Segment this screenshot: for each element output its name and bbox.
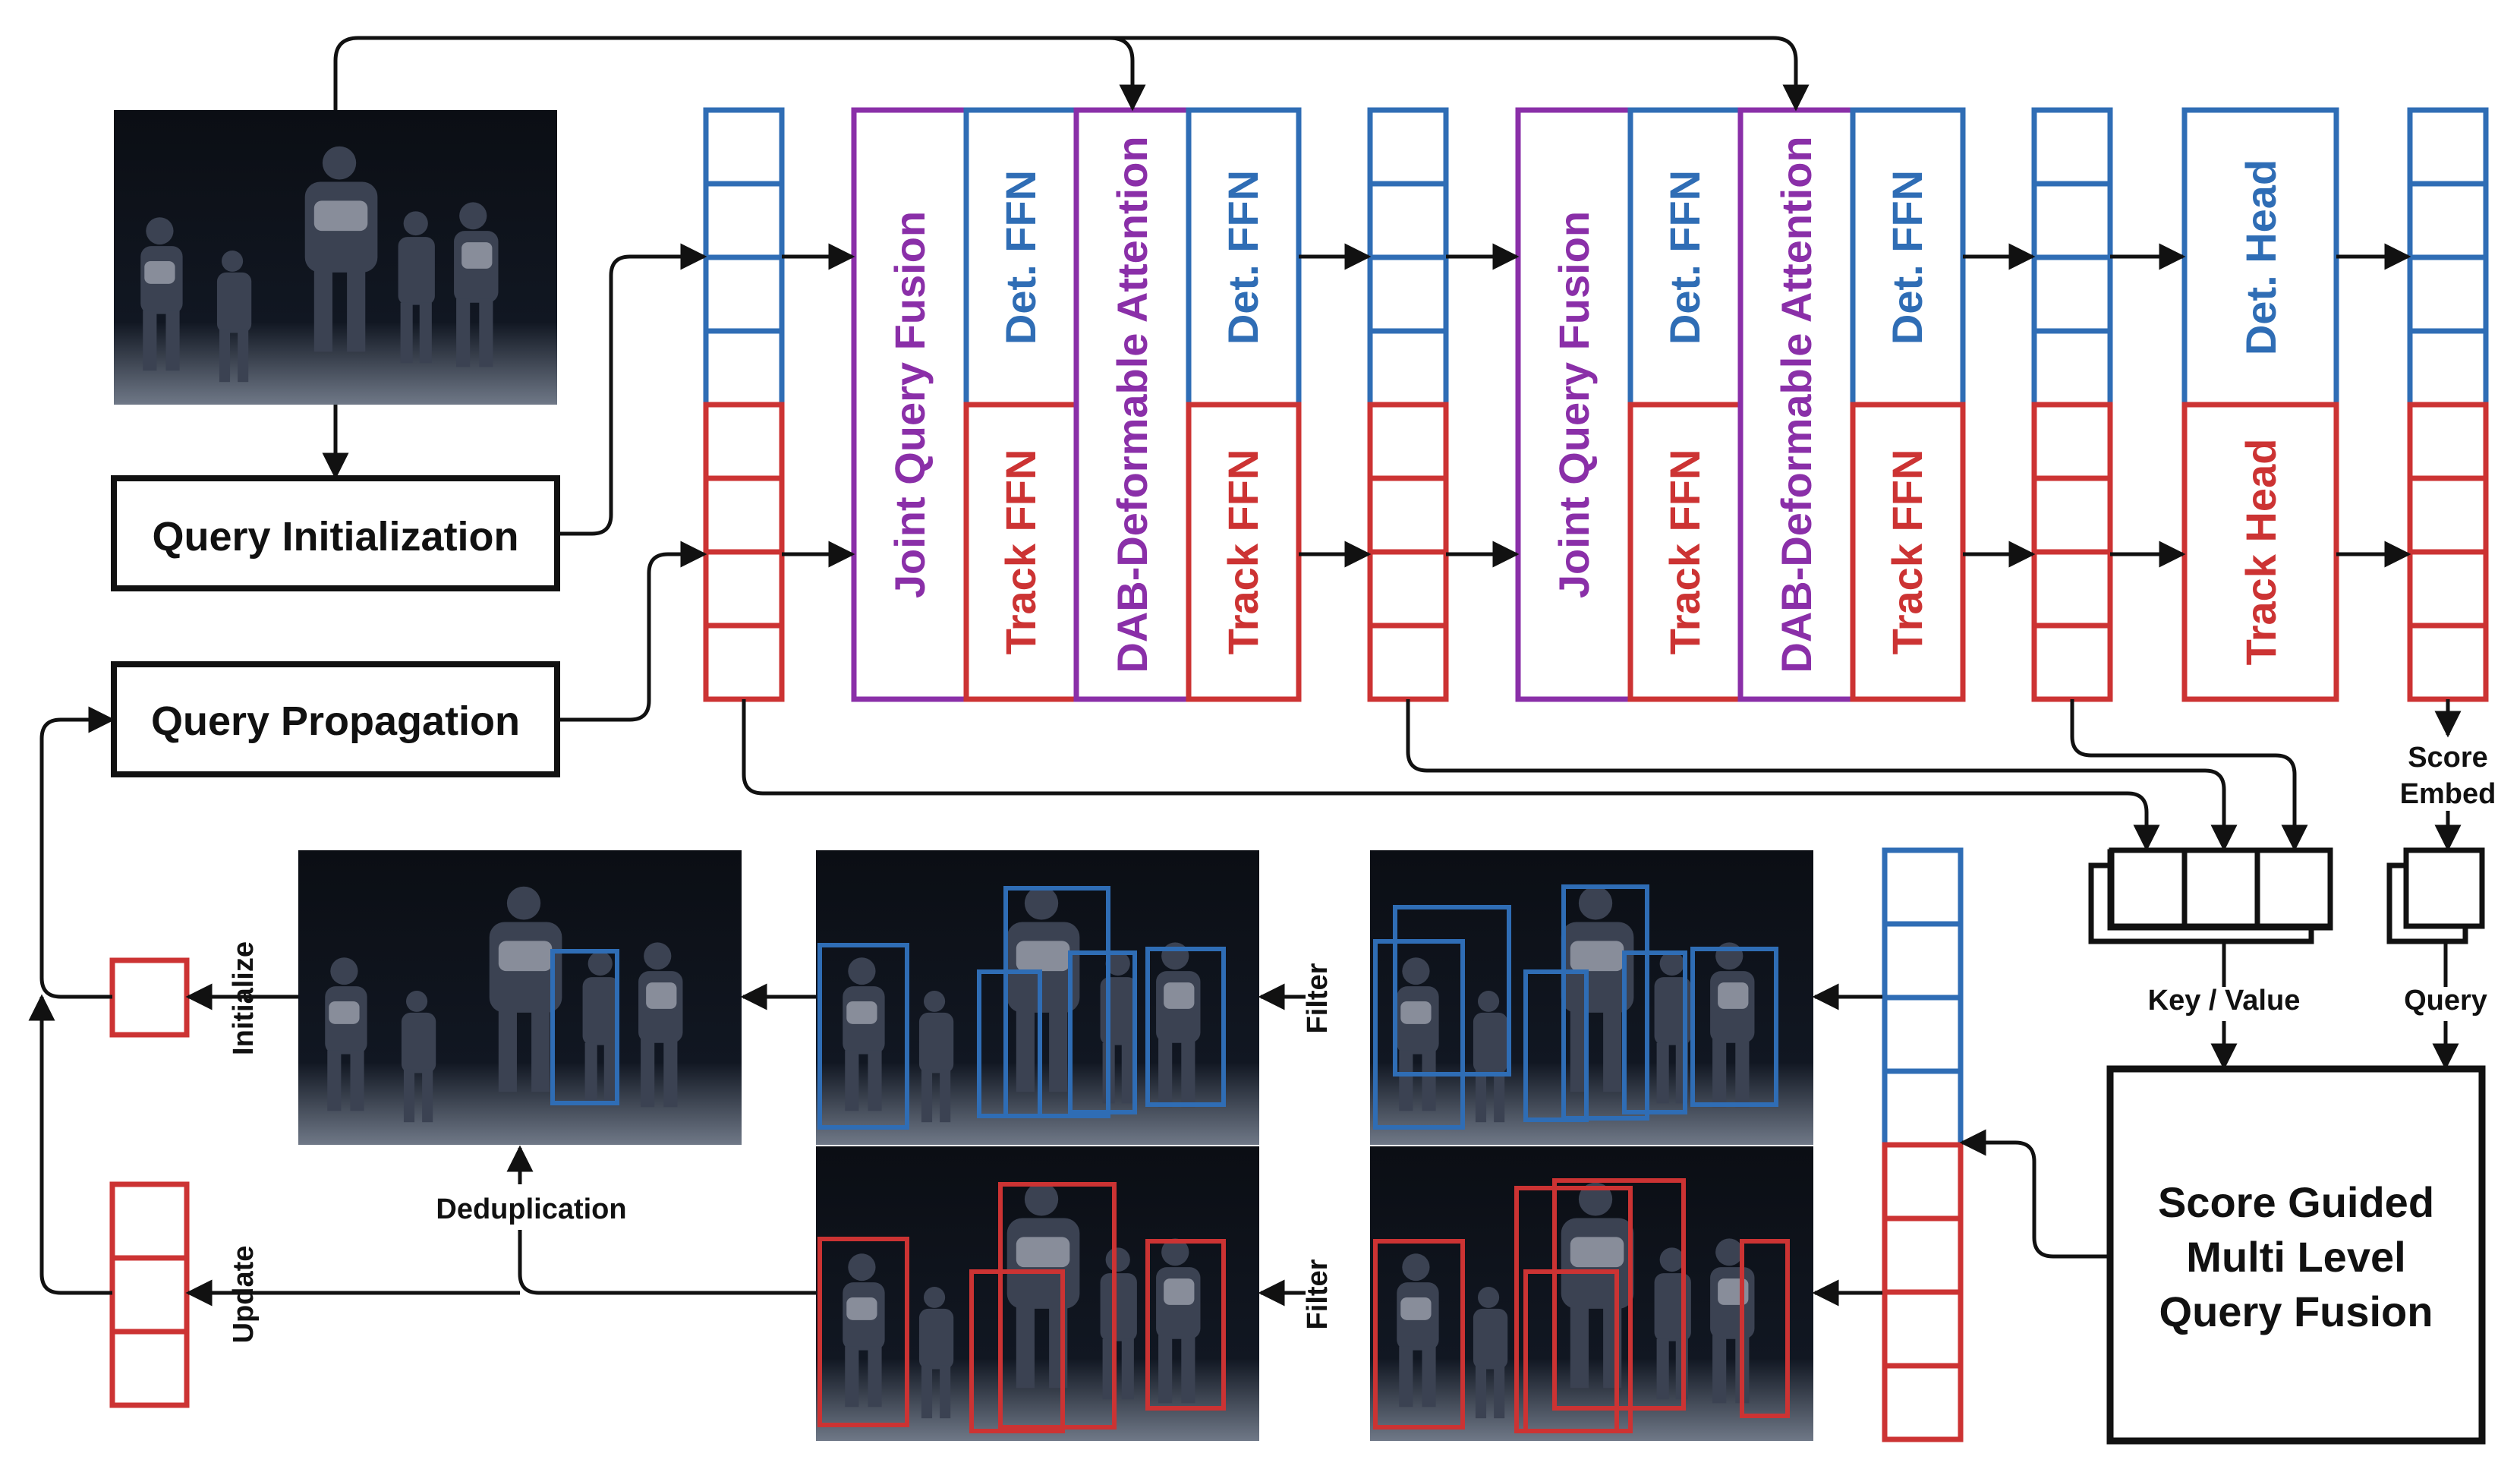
query-stack-5 bbox=[1885, 850, 1961, 1439]
joint-query-fusion-label-1: Joint Query Fusion bbox=[886, 211, 934, 598]
score-guided-fusion-box bbox=[2106, 1065, 2486, 1445]
filter-label-bottom: Filter bbox=[1302, 1259, 1334, 1329]
query-propagation-label: Query Propagation bbox=[151, 698, 520, 744]
new-track-query bbox=[109, 957, 190, 1038]
final-result-photo bbox=[298, 850, 742, 1145]
raw-track-photo bbox=[1370, 1146, 1813, 1441]
filtered-det-photo bbox=[816, 850, 1259, 1145]
det-head-label: Det. Head bbox=[2237, 159, 2285, 355]
sgmlqf-label-line2: Multi Level bbox=[2186, 1233, 2405, 1281]
query-initialization-label: Query Initialization bbox=[152, 514, 518, 560]
joint-query-fusion-label-2: Joint Query Fusion bbox=[1550, 211, 1598, 598]
query-stack-4 bbox=[2410, 110, 2486, 699]
det-ffn-label-1a: Det. FFN bbox=[997, 170, 1044, 345]
det-ffn-label-2a: Det. FFN bbox=[1661, 170, 1709, 345]
deduplication-label: Deduplication bbox=[436, 1193, 626, 1225]
score-embed-label-1: Score bbox=[2408, 742, 2488, 774]
track-ffn-label-1a: Track FFN bbox=[997, 449, 1044, 655]
flow-arrows bbox=[28, 36, 2448, 1307]
query-stack-1 bbox=[703, 107, 785, 702]
query-propagation-box bbox=[111, 661, 560, 777]
det-ffn-label-2b: Det. FFN bbox=[1883, 170, 1931, 345]
det-ffn-label-1b: Det. FFN bbox=[1219, 170, 1267, 345]
sgmlqf-label-line3: Query Fusion bbox=[2159, 1288, 2433, 1335]
input-frame-photo bbox=[114, 110, 557, 405]
query-stack-3 bbox=[2034, 110, 2110, 699]
track-ffn-label-2b: Track FFN bbox=[1883, 449, 1931, 655]
query-stack-2 bbox=[1370, 110, 1446, 699]
query-embed-stack bbox=[2386, 847, 2485, 944]
track-head-label: Track Head bbox=[2237, 439, 2285, 666]
sgmlqf-label-line1: Score Guided bbox=[2158, 1178, 2434, 1226]
result-box bbox=[550, 949, 619, 1105]
track-ffn-box-2b bbox=[1850, 402, 1966, 702]
key-value-label: Key / Value bbox=[2148, 985, 2301, 1017]
query-label: Query bbox=[2404, 985, 2487, 1017]
track-ffn-label-2a: Track FFN bbox=[1661, 449, 1709, 655]
decoder-layer-1 bbox=[851, 107, 1302, 702]
filter-label-top: Filter bbox=[1302, 963, 1334, 1033]
dab-attention-label-2: DAB-Deformable Attention bbox=[1772, 136, 1820, 673]
updated-track-queries bbox=[109, 1181, 190, 1408]
track-ffn-box-1b bbox=[1186, 402, 1302, 702]
key-value-stack bbox=[2088, 847, 2333, 944]
score-embed-label-2: Embed bbox=[2400, 778, 2496, 810]
filtered-track-photo bbox=[816, 1146, 1259, 1441]
track-ffn-label-1b: Track FFN bbox=[1219, 449, 1267, 655]
raw-det-photo bbox=[1370, 850, 1813, 1145]
dab-attention-label-1: DAB-Deformable Attention bbox=[1108, 136, 1156, 673]
